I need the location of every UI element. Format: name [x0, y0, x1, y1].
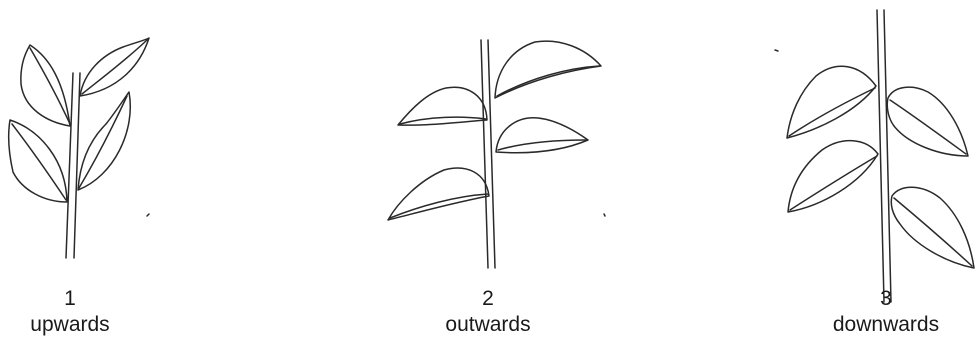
caption-downwards: 3 downwards: [816, 286, 956, 338]
leaf: [9, 120, 67, 202]
stem: [481, 40, 495, 268]
stray-mark: [604, 214, 605, 216]
leaf: [891, 187, 974, 268]
figure-number: 1: [0, 286, 140, 312]
leaf: [496, 118, 588, 153]
leaf: [388, 168, 489, 220]
leaf: [78, 92, 130, 190]
leaf: [787, 66, 876, 138]
leaf: [80, 38, 149, 96]
leaf: [887, 87, 968, 156]
stray-mark: [147, 214, 149, 216]
leaf: [21, 45, 70, 126]
caption-upwards: 1 upwards: [0, 286, 140, 338]
figure-label: outwards: [418, 312, 558, 338]
plant-upwards: [9, 38, 149, 258]
caption-outwards: 2 outwards: [418, 286, 558, 338]
plant-outwards: [388, 40, 605, 268]
figure-label: downwards: [816, 312, 956, 338]
stem: [66, 73, 80, 258]
figure-number: 3: [816, 286, 956, 312]
leaf: [495, 41, 601, 98]
plant-downwards: [775, 10, 974, 302]
stem: [877, 10, 891, 302]
figure-number: 2: [418, 286, 558, 312]
stray-mark: [775, 50, 778, 51]
leaf: [398, 87, 487, 125]
leaf: [788, 141, 878, 212]
figure-label: upwards: [0, 312, 140, 338]
